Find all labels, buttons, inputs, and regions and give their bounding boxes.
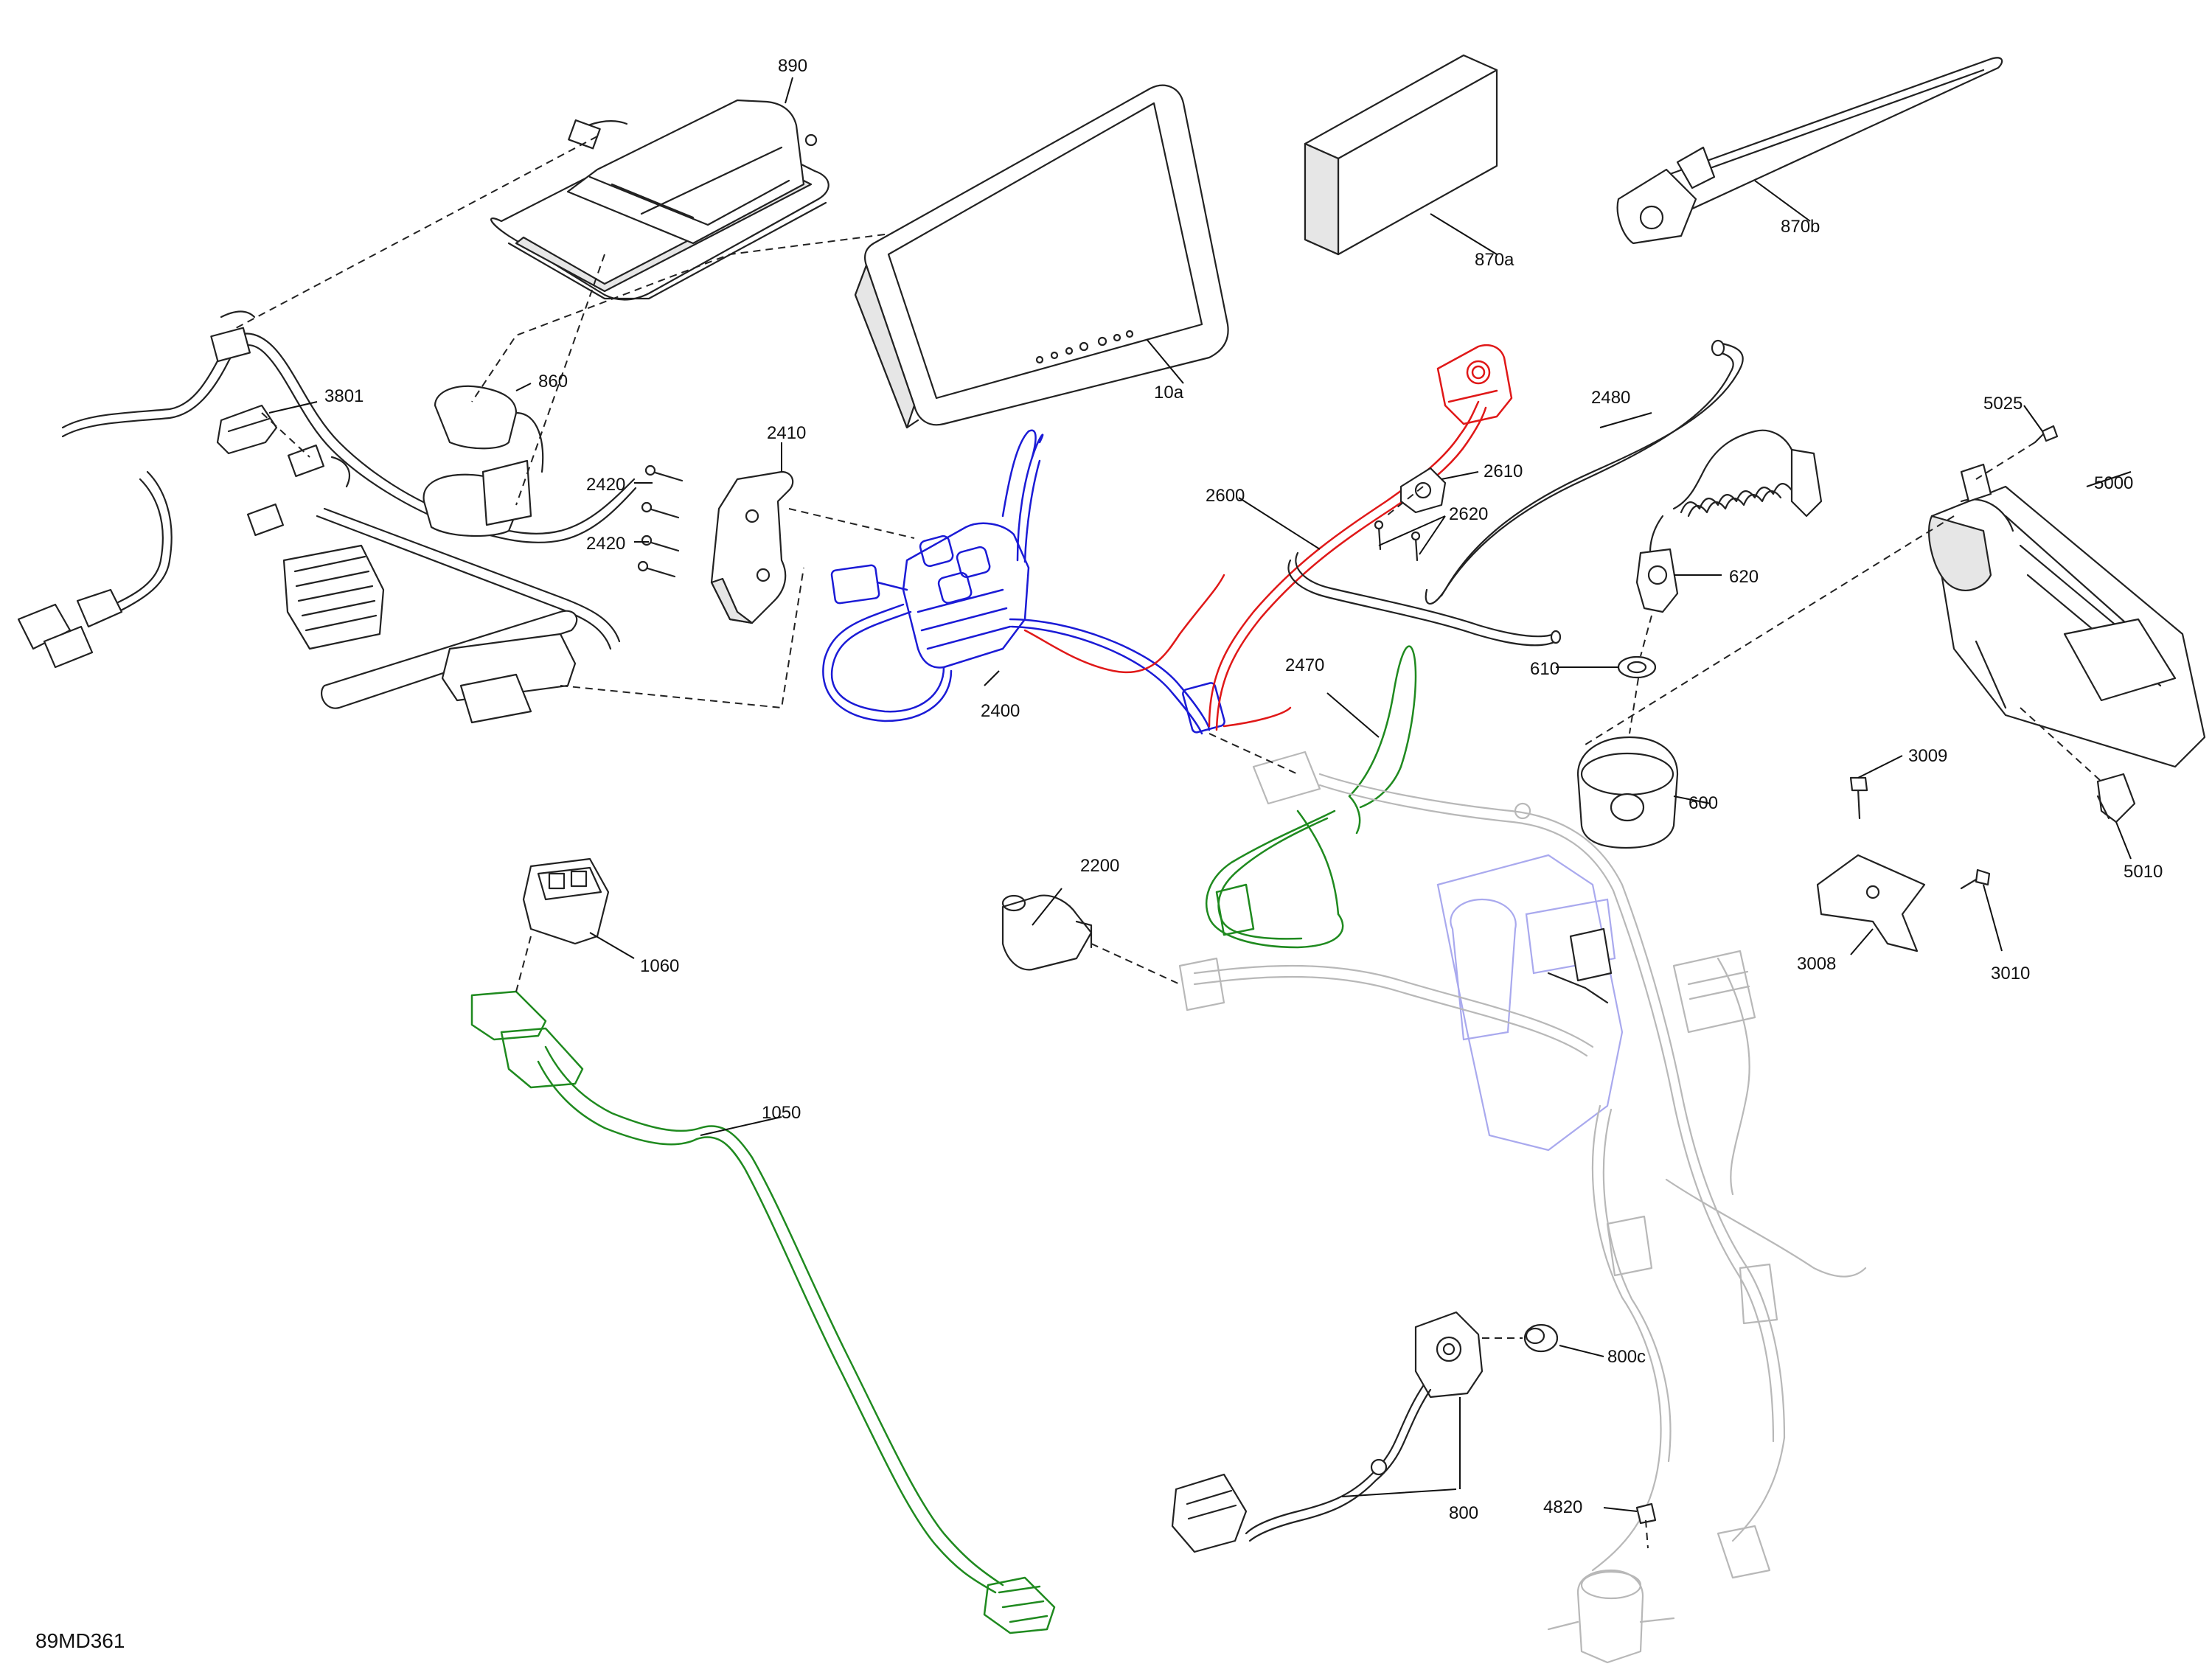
callout-890: 890 xyxy=(778,56,807,76)
ignition-connector xyxy=(1547,927,1613,1004)
callout-2600: 2600 xyxy=(1206,486,1245,506)
part-800c-cap xyxy=(1523,1323,1559,1353)
left-main-harness xyxy=(17,310,637,724)
part-600-ignition xyxy=(1576,736,1679,849)
part-3010-bolt xyxy=(1960,868,1991,890)
part-10a-display xyxy=(854,84,1229,429)
part-890-module-housing xyxy=(490,99,830,301)
callout-620: 620 xyxy=(1729,567,1759,587)
callout-800: 800 xyxy=(1449,1503,1478,1523)
part-3008-bracket xyxy=(1816,854,1926,953)
display-buttons xyxy=(1035,330,1134,364)
callout-5010: 5010 xyxy=(2124,862,2163,882)
part-4820-clip xyxy=(1635,1502,1657,1525)
callout-5025: 5025 xyxy=(1983,394,2023,414)
callout-3010: 3010 xyxy=(1991,964,2030,983)
callout-2410: 2410 xyxy=(767,423,806,443)
callout-10a: 10a xyxy=(1154,383,1184,403)
part-2200-sensor xyxy=(1001,894,1093,971)
solenoid-ghost xyxy=(1547,1569,1675,1664)
part-2600-harness-red xyxy=(1023,344,1513,731)
part-800-socket xyxy=(1171,1311,1484,1553)
part-2610-clip xyxy=(1399,467,1447,514)
callout-3009: 3009 xyxy=(1908,746,1947,766)
part-2400-switch-blue xyxy=(822,429,1225,735)
callout-2610: 2610 xyxy=(1484,462,1523,481)
callout-2470: 2470 xyxy=(1285,655,1324,675)
callout-2620: 2620 xyxy=(1449,504,1488,524)
part-2480-hose xyxy=(1287,339,1744,647)
callout-1050: 1050 xyxy=(762,1103,801,1123)
part-2410-cover xyxy=(710,470,794,624)
part-1060-switch xyxy=(522,857,610,945)
part-3009-bolt xyxy=(1849,776,1868,820)
callout-4820: 4820 xyxy=(1543,1497,1582,1517)
callout-2420-bottom: 2420 xyxy=(586,534,625,554)
callout-2420-top: 2420 xyxy=(586,475,625,495)
part-5025-bolt xyxy=(2034,425,2059,444)
callout-860: 860 xyxy=(538,372,568,391)
callout-610: 610 xyxy=(1530,659,1559,679)
part-5010-clip xyxy=(2096,773,2136,823)
part-1050-harness-green xyxy=(470,990,1056,1634)
part-2420-screws xyxy=(637,464,684,578)
assembly-lines xyxy=(235,136,2102,1549)
callout-3008: 3008 xyxy=(1797,954,1836,974)
part-620-coiled-cord xyxy=(1635,429,1823,613)
leader-lines xyxy=(268,77,2132,1512)
callout-2400: 2400 xyxy=(981,701,1020,721)
callout-2200: 2200 xyxy=(1080,856,1119,876)
part-2470-harness-green xyxy=(1206,645,1417,949)
callout-600: 600 xyxy=(1688,793,1718,813)
callout-800c: 800c xyxy=(1607,1347,1646,1367)
callout-870a: 870a xyxy=(1475,250,1514,270)
diagram-code: 89MD361 xyxy=(35,1629,125,1652)
callout-labels: 890 10a 870a 870b 3801 860 2410 2420 242… xyxy=(324,56,2163,1523)
central-harness-ghost xyxy=(1178,751,1867,1579)
callout-3801: 3801 xyxy=(324,386,364,406)
part-870a-box xyxy=(1304,54,1498,256)
callout-5000: 5000 xyxy=(2094,473,2133,493)
callout-2480: 2480 xyxy=(1591,388,1630,408)
part-870b-cable-tie xyxy=(1616,57,2003,245)
part-5000-control-module xyxy=(1927,463,2206,768)
part-610-ring xyxy=(1617,655,1657,679)
callout-870b: 870b xyxy=(1781,217,1820,237)
callout-1060: 1060 xyxy=(640,956,679,976)
part-3801-connector xyxy=(216,404,278,455)
part-2620-screws xyxy=(1374,520,1421,562)
